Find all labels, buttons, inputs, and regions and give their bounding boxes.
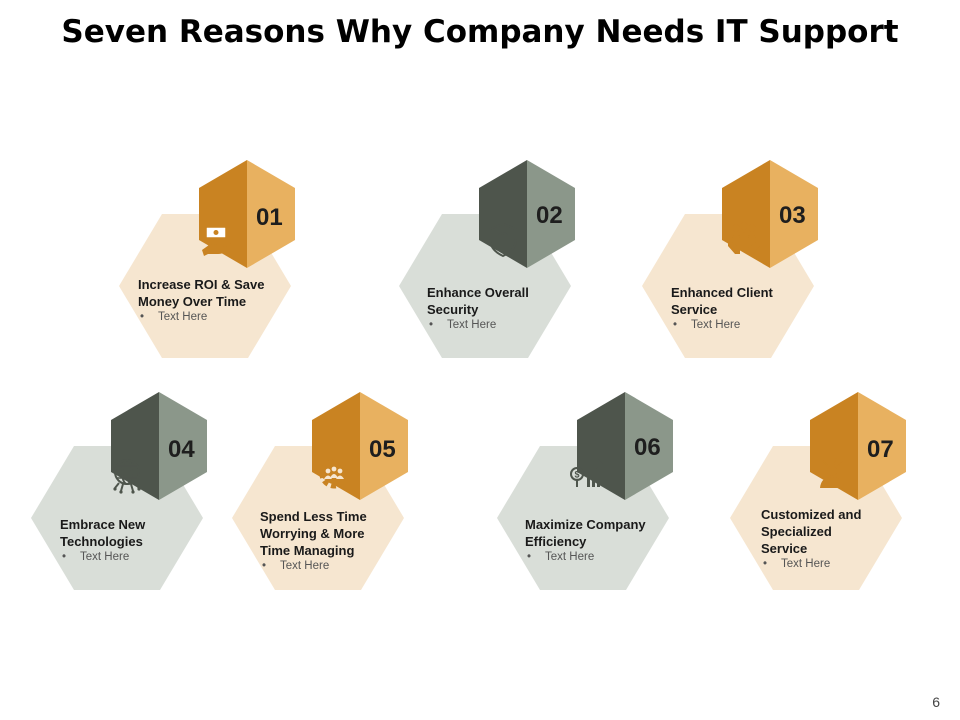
svg-text:$: $ bbox=[574, 470, 579, 480]
heading-line: Enhanced Client bbox=[671, 285, 773, 300]
hexagon-shape bbox=[31, 392, 207, 590]
reason-card-06: 06 $ Maximize Company Efficiency •Text H… bbox=[493, 392, 673, 612]
heading-line: Time Managing bbox=[260, 543, 355, 558]
bullet-text: Text Here bbox=[691, 319, 741, 331]
reason-card-04: 04 Embrace New Technologies •Text Here bbox=[27, 392, 207, 612]
reason-card-01: 01 Increase ROI & Save Money Over Time •… bbox=[115, 160, 295, 380]
person-ideas-icon bbox=[820, 455, 844, 488]
reason-heading: Enhanced Client Service bbox=[671, 284, 821, 318]
reason-bullet: •Text Here bbox=[763, 558, 831, 570]
reason-text: Maximize Company Efficiency •Text Here bbox=[525, 516, 675, 563]
reason-bullet: •Text Here bbox=[140, 311, 208, 323]
reason-bullet: •Text Here bbox=[262, 560, 330, 572]
chart-growth-icon: $ bbox=[570, 459, 603, 487]
reason-number: 04 bbox=[168, 436, 195, 463]
heading-line: Enhance Overall bbox=[427, 285, 529, 300]
reason-number: 05 bbox=[369, 436, 396, 463]
reason-bullet: •Text Here bbox=[673, 319, 741, 331]
bullet-text: Text Here bbox=[545, 551, 595, 563]
reason-card-05: 05 Spend Less Time Worrying & More Time … bbox=[228, 392, 408, 612]
bullet-text: Text Here bbox=[781, 558, 831, 570]
hexagon-shape bbox=[119, 160, 295, 358]
reason-text: Enhanced Client Service •Text Here bbox=[671, 284, 821, 331]
heading-line: Increase ROI & Save bbox=[138, 277, 265, 292]
reason-number: 07 bbox=[867, 436, 894, 463]
reason-text: Embrace New Technologies •Text Here bbox=[60, 516, 210, 563]
heading-line: Worrying & More bbox=[260, 526, 365, 541]
heading-line: Security bbox=[427, 302, 479, 317]
reason-number: 02 bbox=[536, 202, 563, 229]
heading-line: Service bbox=[671, 302, 718, 317]
reason-card-07: 07 Customized and Specialized Service •T… bbox=[726, 392, 906, 612]
hexagon-shape bbox=[399, 160, 575, 358]
reason-heading: Embrace New Technologies bbox=[60, 516, 210, 550]
reason-heading: Customized and Specialized Service bbox=[761, 506, 911, 557]
reason-heading: Spend Less Time Worrying & More Time Man… bbox=[260, 508, 410, 559]
heading-line: Embrace New bbox=[60, 517, 146, 532]
bullet-text: Text Here bbox=[158, 311, 208, 323]
bullet-text: Text Here bbox=[280, 560, 330, 572]
heading-line: Efficiency bbox=[525, 534, 587, 549]
heading-line: Customized and bbox=[761, 507, 862, 522]
reason-number: 03 bbox=[779, 202, 806, 229]
reason-bullet: •Text Here bbox=[429, 319, 497, 331]
heading-line: Service bbox=[761, 541, 808, 556]
heading-line: Money Over Time bbox=[138, 294, 247, 309]
heading-line: Technologies bbox=[60, 534, 143, 549]
reason-heading: Maximize Company Efficiency bbox=[525, 516, 675, 550]
page-number: 6 bbox=[932, 694, 940, 710]
hands-people-icon bbox=[728, 222, 760, 254]
reason-text: Enhance Overall Security •Text Here bbox=[427, 284, 577, 331]
reason-heading: Enhance Overall Security bbox=[427, 284, 577, 318]
reason-card-02: 02 Enhance Overall Security •Text Here bbox=[395, 160, 575, 380]
reason-text: Increase ROI & Save Money Over Time •Tex… bbox=[138, 276, 288, 323]
hexagon-shape bbox=[232, 392, 408, 590]
reason-text: Customized and Specialized Service •Text… bbox=[761, 506, 911, 570]
hexagon-shape bbox=[730, 392, 906, 590]
bullet-text: Text Here bbox=[447, 319, 497, 331]
gear-people-icon bbox=[319, 459, 349, 489]
heading-line: Maximize Company bbox=[525, 517, 646, 532]
reason-number: 06 bbox=[634, 434, 661, 461]
heading-line: Spend Less Time bbox=[260, 509, 367, 524]
reason-number: 01 bbox=[256, 204, 283, 231]
shield-lock-icon bbox=[489, 222, 517, 258]
hexagon-shape bbox=[642, 160, 818, 358]
reason-bullet: •Text Here bbox=[527, 551, 595, 563]
reason-card-03: 03 Enhanced Client Service •Text Here bbox=[638, 160, 818, 380]
money-hand-icon bbox=[202, 224, 233, 256]
reason-bullet: •Text Here bbox=[62, 551, 130, 563]
heading-line: Specialized bbox=[761, 524, 832, 539]
reason-text: Spend Less Time Worrying & More Time Man… bbox=[260, 508, 410, 572]
page-title: Seven Reasons Why Company Needs IT Suppo… bbox=[61, 14, 899, 50]
hexagon-shape bbox=[497, 392, 673, 590]
bullet-text: Text Here bbox=[80, 551, 130, 563]
globe-circuit-icon bbox=[113, 459, 141, 494]
reason-heading: Increase ROI & Save Money Over Time bbox=[138, 276, 288, 310]
